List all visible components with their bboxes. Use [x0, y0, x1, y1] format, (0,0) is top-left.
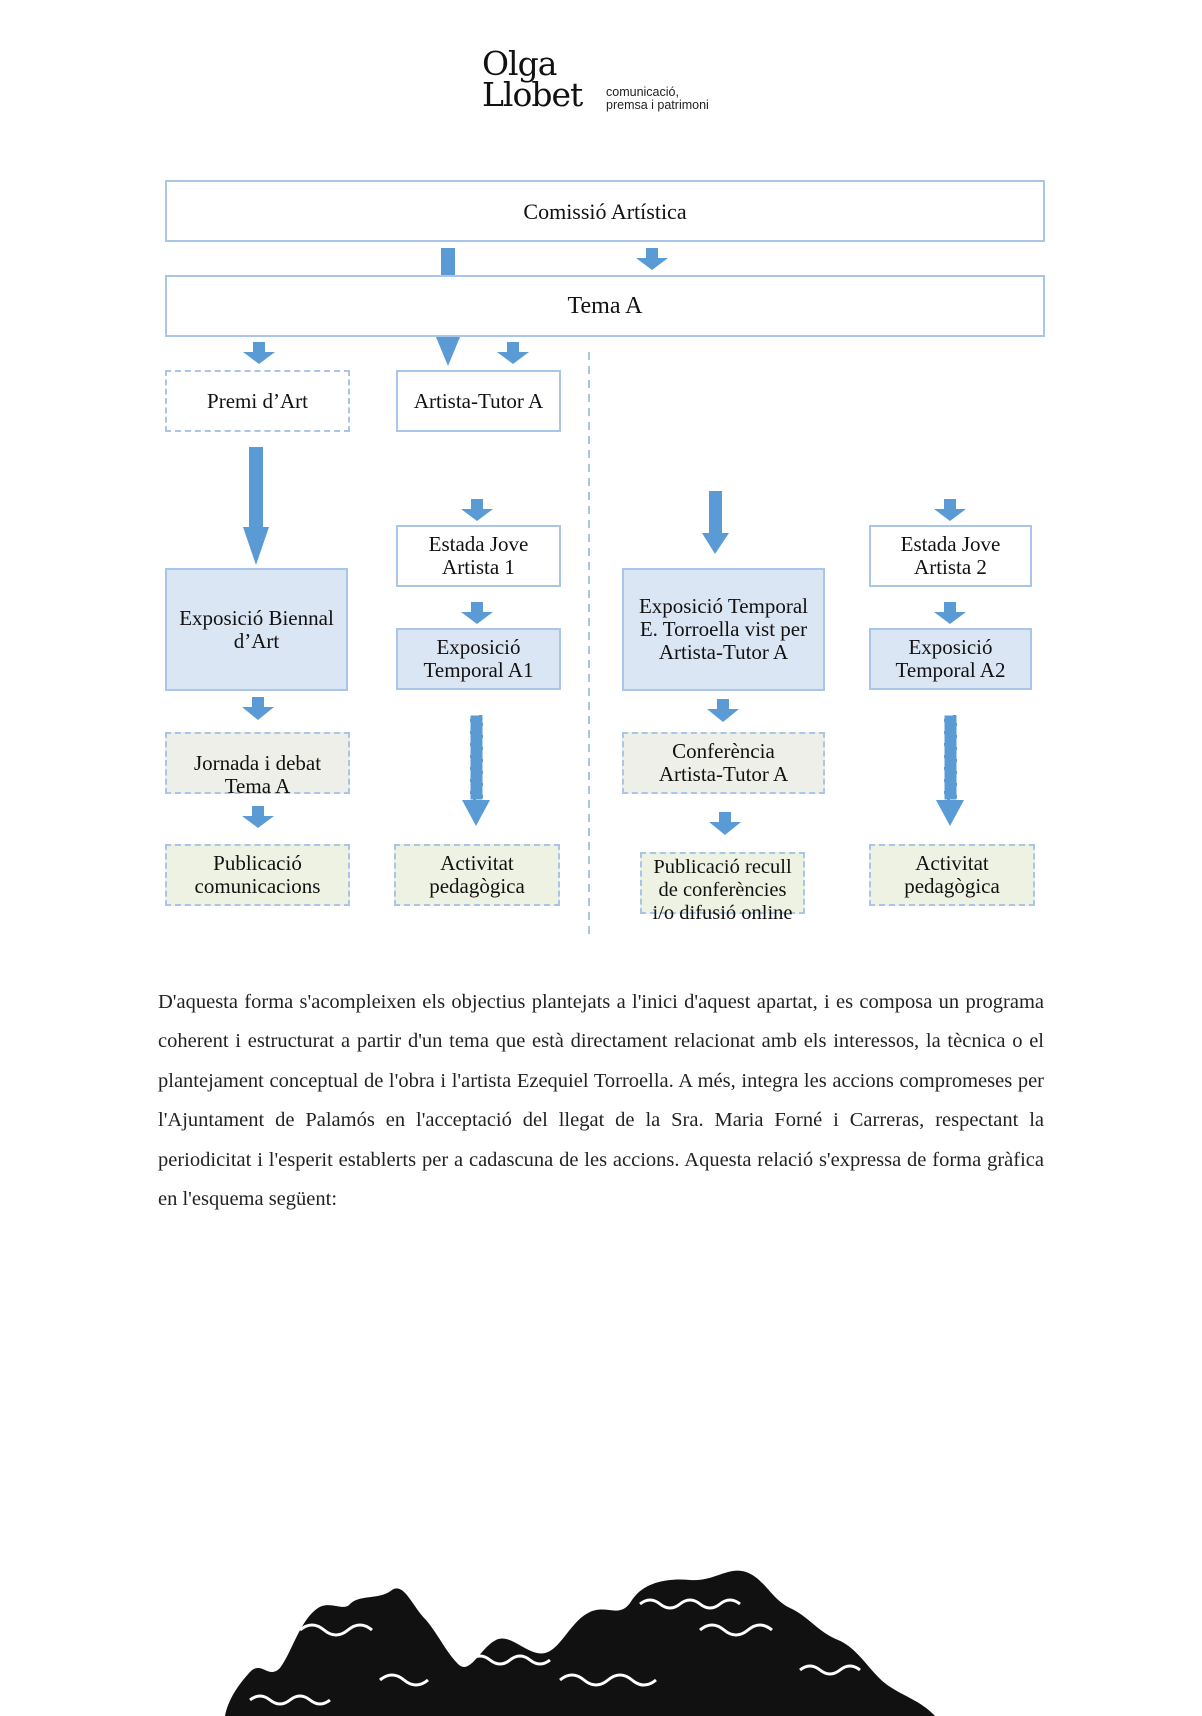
arrow-jornada-publicacio: [242, 806, 274, 828]
box-tema-a: Tema A: [165, 275, 1045, 337]
box-exposicio-temporal-a1: Exposició Temporal A1: [396, 628, 561, 690]
box-estada-jove-artista-1: Estada Jove Artista 1: [396, 525, 561, 587]
box-publicacio-recull: Publicació recull de conferències i/o di…: [640, 852, 805, 924]
box-exposicio-temporal-torroella: Exposició Temporal E. Torroella vist per…: [622, 568, 825, 691]
arrow-to-estada1: [461, 499, 493, 521]
olga-llobet-logo: Olga Llobet comunicació, premsa i patrim…: [482, 44, 742, 118]
box-activitat-pedagogica-1: Activitat pedagògica: [394, 844, 560, 906]
box-jornada-debat: Jornada i debat Tema A: [165, 732, 350, 798]
arrow-expo-a1-activitat: [462, 714, 490, 826]
arrow-estada2-expo-a2: [934, 602, 966, 624]
diagram-arrows: [242, 248, 966, 935]
body-paragraph: D'aquesta forma s'acompleixen els object…: [158, 991, 1044, 1211]
box-artista-tutor-a: Artista-Tutor A: [396, 370, 561, 432]
arrow-estada1-expo-a1: [461, 602, 493, 624]
box-publicacio-comunicacions: Publicació comunicacions: [165, 844, 350, 906]
logo-name: Olga Llobet: [482, 44, 583, 114]
arrow-torroella-conferencia: [707, 699, 739, 722]
ink-scribble-decoration: [225, 1570, 935, 1716]
logo-tagline-line2: premsa i patrimoni: [606, 98, 709, 112]
arrow-premi-biennal: [243, 447, 269, 565]
logo-tagline: comunicació, premsa i patrimoni: [606, 86, 709, 112]
logo-name-line2: Llobet: [482, 75, 583, 114]
box-conferencia-artista-tutor: Conferència Artista-Tutor A: [622, 732, 825, 794]
box-activitat-pedagogica-2: Activitat pedagògica: [869, 844, 1035, 906]
box-premi-art: Premi d’Art: [165, 370, 350, 432]
arrow-conferencia-recull: [709, 812, 741, 835]
box-exposicio-temporal-a2: Exposició Temporal A2: [869, 628, 1032, 690]
arrow-expo-a2-activitat: [936, 714, 964, 826]
arrow-biennal-jornada: [242, 697, 274, 720]
box-estada-jove-artista-2: Estada Jove Artista 2: [869, 525, 1032, 587]
box-exposicio-biennal: Exposició Biennal d’Art: [165, 568, 348, 691]
arrow-comissio-tema: [636, 248, 668, 270]
arrow-tema-tutor-large: [436, 337, 460, 366]
logo-tagline-line1: comunicació,: [606, 85, 679, 99]
box-comissio-artistica: Comissió Artística: [165, 180, 1045, 242]
arrow-tema-tutor: [497, 342, 529, 364]
arrow-to-torroella: [702, 491, 729, 554]
arrow-tema-premi: [243, 342, 275, 364]
arrow-comissio-bar: [441, 248, 455, 276]
logo-name-line1: Olga: [482, 44, 557, 83]
arrow-to-estada2: [934, 499, 966, 521]
